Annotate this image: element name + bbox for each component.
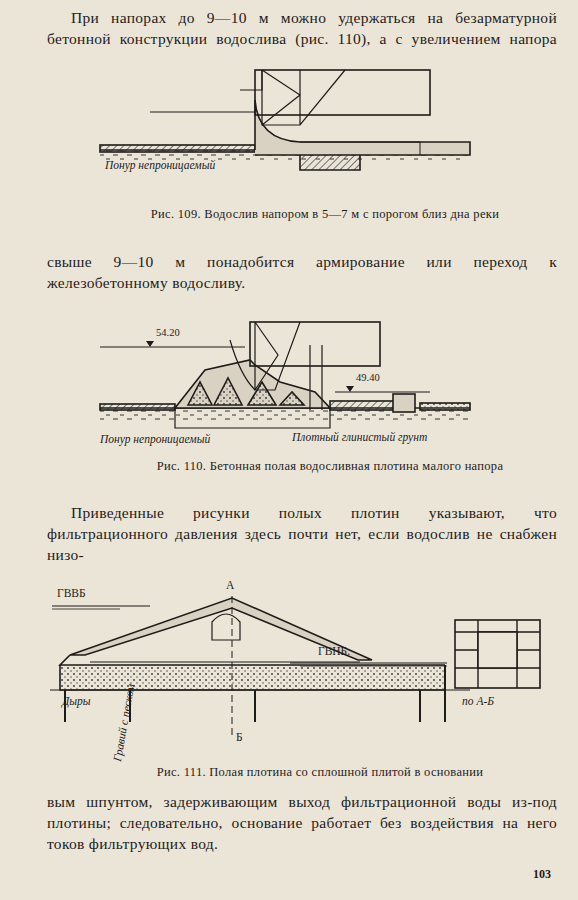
- part-label: Плотный глинистый грунт: [292, 430, 427, 446]
- section-mark: А: [226, 578, 234, 594]
- figure-caption: Рис. 110. Бетонная полая водосливная пло…: [140, 458, 520, 475]
- level-mark: 49.40: [356, 371, 380, 385]
- level-label: ГВНБ.: [318, 644, 350, 660]
- level-label: ГВВБ: [57, 586, 86, 602]
- figure-caption: Рис. 111. Полая плотина со сплошной плит…: [100, 764, 540, 781]
- paragraph: При напорах до 9—10 м можно удержаться н…: [47, 8, 557, 50]
- paragraph: свыше 9—10 м понадобится армирование или…: [47, 252, 557, 294]
- part-label: Понур непроницаемый: [100, 432, 210, 448]
- page-number: 103: [533, 866, 551, 882]
- paragraph: Приведенные рисунки полых плотин указыва…: [47, 503, 557, 566]
- part-label: Гравий с песком: [110, 683, 139, 763]
- part-label: Дыры: [62, 694, 91, 710]
- level-mark: 54.20: [156, 326, 180, 340]
- paragraph: вым шпунтом, задерживающим выход фильтра…: [47, 792, 557, 855]
- figure-caption: Рис. 109. Водослив напором в 5—7 м с пор…: [130, 206, 520, 223]
- section-mark: Б: [236, 730, 243, 746]
- section-label: по А-Б: [462, 694, 494, 710]
- part-label: Понур непроницаемый: [105, 158, 215, 174]
